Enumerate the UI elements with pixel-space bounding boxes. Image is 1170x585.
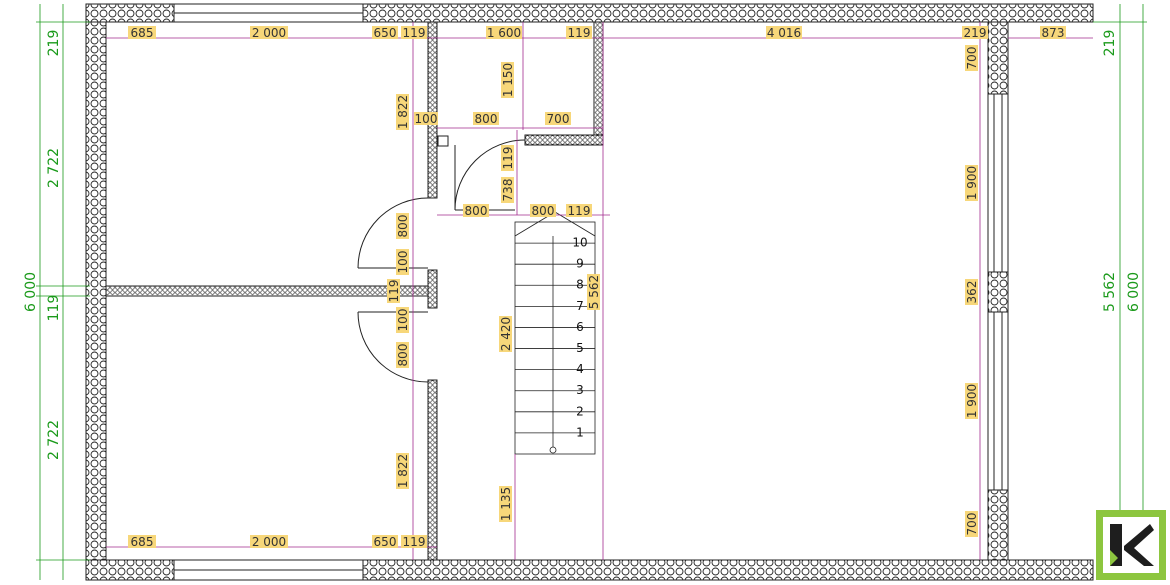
wall-left: [85, 21, 107, 561]
dim-wc-700: 700: [547, 112, 570, 126]
stair-step-number: 1: [576, 425, 584, 439]
window-right-1: [987, 93, 1009, 273]
right-wall-dimensions: 700 1 900 362 1 900 700: [965, 45, 979, 537]
partition-upper: [427, 21, 438, 199]
dim-corridor-100-top: 100: [396, 251, 410, 274]
dim-top-873: 873: [1042, 26, 1065, 40]
stair-dimensions: 800 119 2 420 5 562 1 135: [499, 204, 601, 522]
dim-top-119-b: 119: [568, 26, 591, 40]
dim-bottom-685: 685: [131, 535, 154, 549]
dim-top-219: 219: [964, 26, 987, 40]
stair-outline: [514, 221, 596, 455]
stair-step-number: 9: [576, 257, 584, 271]
dim-left-6000: 6 000: [23, 272, 39, 312]
left-outer-dimensions: 219 2 722 119 2 722 6 000: [23, 30, 62, 460]
partition-mid: [427, 269, 438, 309]
dim-bottom-119: 119: [403, 535, 426, 549]
logo-k-mark: [1110, 524, 1154, 566]
windows: [173, 3, 1009, 581]
corridor-dimensions: 1 822 800 100 119 100 800 1 822: [387, 94, 410, 489]
wc-wall-vertical: [593, 21, 604, 146]
wc-door-jamb: [437, 135, 449, 147]
dim-top-2000: 2 000: [252, 26, 286, 40]
dim-top-1600: 1 600: [487, 26, 521, 40]
stair-step-number: 3: [576, 383, 584, 397]
stair-start-circle: [549, 446, 557, 454]
dim-corridor-119: 119: [387, 280, 401, 303]
dim-stair-2420: 2 420: [499, 317, 513, 351]
outer-walls: [85, 3, 1094, 581]
dim-top-119-a: 119: [403, 26, 426, 40]
stair-step-number: 6: [576, 320, 584, 334]
company-logo: [1096, 510, 1166, 580]
wc-dimensions: 100 800 700 1 150 119 738 800: [414, 62, 571, 218]
dim-wc-100: 100: [415, 112, 438, 126]
dim-right-1900-top: 1 900: [965, 166, 979, 200]
door-upper-swing: [357, 197, 429, 269]
partition-lower: [427, 379, 438, 561]
dim-right-outer-6000: 6 000: [1126, 272, 1142, 312]
partition-horizontal: [105, 285, 429, 297]
wall-bottom-right: [362, 559, 1094, 581]
bottom-dimensions: 685 2 000 650 119: [128, 535, 427, 549]
wall-right-bottom: [987, 489, 1009, 561]
dimension-lines-green: [36, 4, 1147, 580]
stair-step-number: 5: [576, 341, 584, 355]
dim-right-362: 362: [965, 281, 979, 304]
wall-bottom-left: [85, 559, 175, 581]
dim-left-119: 119: [46, 295, 62, 322]
doors: [357, 139, 526, 383]
partitions: [105, 21, 604, 561]
dim-wc-door-800: 800: [465, 204, 488, 218]
dim-wc-1150: 1 150: [501, 63, 515, 97]
stair-step-number: 4: [576, 362, 584, 376]
stair-step-number: 7: [576, 299, 584, 313]
dim-bottom-650: 650: [374, 535, 397, 549]
dim-corridor-800-bottom: 800: [396, 344, 410, 367]
stair-step-number: 2: [576, 404, 584, 418]
top-dimensions: 685 2 000 650 119 1 600 119 4 016 219 87…: [128, 26, 1066, 40]
wc-wall-horizontal: [524, 134, 604, 146]
door-lower-swing: [357, 311, 429, 383]
wall-right-mid: [987, 271, 1009, 313]
stair-step-number: 8: [576, 278, 584, 292]
dim-bottom-2000: 2 000: [252, 535, 286, 549]
wall-top-right: [362, 3, 1094, 23]
dim-right-outer-5562: 5 562: [1102, 272, 1118, 312]
dim-corridor-1822-top: 1 822: [396, 95, 410, 129]
dim-corridor-1822-bottom: 1 822: [396, 454, 410, 488]
dim-stair-119: 119: [568, 204, 591, 218]
right-outer-dimensions: 219 5 562 6 000: [1102, 30, 1142, 312]
door-wc-swing: [454, 139, 526, 211]
wall-right-top: [987, 21, 1009, 95]
dim-right-outer-219: 219: [1102, 30, 1118, 57]
dim-stair-800: 800: [532, 204, 555, 218]
stair-step-number: 10: [572, 236, 587, 250]
dim-top-650: 650: [374, 26, 397, 40]
window-right-2: [987, 311, 1009, 491]
dim-top-4016: 4 016: [767, 26, 801, 40]
dim-top-685: 685: [131, 26, 154, 40]
dim-right-700-top: 700: [965, 47, 979, 70]
dim-corridor-100-bottom: 100: [396, 309, 410, 332]
dim-corridor-800-top: 800: [396, 215, 410, 238]
wall-top-left: [85, 3, 175, 23]
staircase: [514, 211, 596, 455]
dim-stair-5562: 5 562: [587, 275, 601, 309]
dim-stair-1135: 1 135: [499, 487, 513, 521]
dim-wc-119: 119: [501, 147, 515, 170]
dim-wc-738: 738: [501, 179, 515, 202]
dim-right-1900-bottom: 1 900: [965, 384, 979, 418]
dim-left-2722-top: 2 722: [46, 148, 62, 188]
stair-step-numbers: 1 2 3 4 5 6 7 8 9 10: [572, 236, 587, 440]
dim-wc-800: 800: [475, 112, 498, 126]
dim-left-219: 219: [46, 30, 62, 57]
dim-left-2722-bottom: 2 722: [46, 420, 62, 460]
dim-right-700-bottom: 700: [965, 513, 979, 536]
